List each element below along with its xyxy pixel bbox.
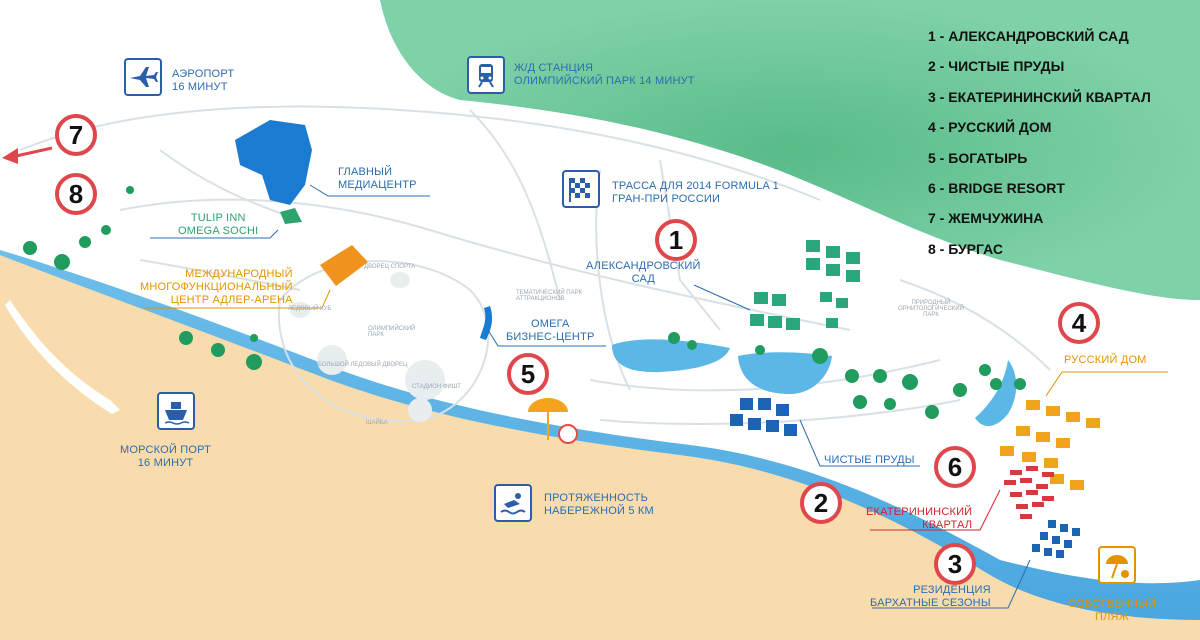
legend: 1 - АЛЕКСАНДРОВСКИЙ САД 2 - ЧИСТЫЕ ПРУДЫ…: [928, 26, 1151, 269]
marker-6[interactable]: 6: [934, 446, 976, 488]
big-ice-palace-label: БОЛЬШОЙ ЛЕДОВЫЙ ДВОРЕЦ: [318, 362, 408, 368]
marker-2[interactable]: 2: [800, 482, 842, 524]
fisht-stadium-label: СТАДИОН ФИШТ: [412, 384, 461, 390]
pier: [5, 300, 120, 414]
sports-palace-label: ДВОРЕЦ СПОРТА: [364, 264, 416, 270]
shaiba-label: ШАЙБА: [366, 420, 388, 426]
legend-item: 5 - БОГАТЫРЬ: [928, 149, 1028, 166]
palm-trees: [23, 186, 1026, 419]
race-flag-icon: [562, 170, 600, 208]
arrow-left-icon: [2, 146, 53, 164]
beach-umbrella-icon: [528, 398, 578, 444]
aleksandrovsky-garden-buildings: [750, 240, 860, 330]
legend-item: 8 - БУРГАС: [928, 240, 1003, 257]
legend-item: 2 - ЧИСТЫЕ ПРУДЫ: [928, 58, 1065, 75]
tulip-inn-building: [280, 208, 302, 224]
olympic-park-shapes: [290, 272, 445, 422]
pond-3: [975, 360, 1017, 427]
ship-icon: [157, 392, 195, 430]
marker-4[interactable]: 4: [1058, 302, 1100, 344]
forest-area: [380, 0, 1200, 300]
swimmer-icon: [494, 484, 532, 522]
marker-1[interactable]: 1: [655, 219, 697, 261]
marker-7[interactable]: 7: [55, 114, 97, 156]
russian-dom-buildings: [1000, 400, 1100, 490]
legend-item: 3 - ЕКАТЕРИНИНСКИЙ КВАРТАЛ: [928, 88, 1151, 105]
leader-lines: [150, 184, 920, 467]
train-icon: [467, 56, 505, 94]
legend-item: 7 - ЖЕМЧУЖИНА: [928, 210, 1044, 227]
orange-leader-lines: [144, 289, 1168, 397]
beach-umbrella-icon-box: [1098, 546, 1136, 584]
legend-item: 1 - АЛЕКСАНДРОВСКИЙ САД: [928, 28, 1129, 44]
velvet-seasons-buildings: [1032, 520, 1080, 558]
chistye-prudy-buildings: [730, 398, 797, 436]
ice-cube-label: ЛЕДОВЫЙ КУБ: [288, 306, 332, 312]
adler-arena-building: [320, 245, 368, 286]
russian-dom-label: РУССКИЙ ДОМ: [1064, 354, 1147, 366]
marker-5[interactable]: 5: [507, 353, 549, 395]
chistye-prudy-label: ЧИСТЫЕ ПРУДЫ: [824, 454, 915, 466]
airplane-icon: [124, 58, 162, 96]
red-leader-line: [870, 489, 1001, 531]
ekaterininsky-buildings: [1004, 466, 1054, 519]
sand-beach: [0, 255, 1200, 640]
pond-2: [738, 352, 832, 394]
velvet-leader-line: [872, 559, 1031, 609]
pond-1: [612, 339, 730, 373]
media-center-building: [235, 120, 312, 205]
marker-3[interactable]: 3: [934, 543, 976, 585]
marker-8[interactable]: 8: [55, 173, 97, 215]
legend-item: 6 - BRIDGE RESORT: [928, 179, 1065, 196]
legend-item: 4 - РУССКИЙ ДОМ: [928, 119, 1052, 136]
